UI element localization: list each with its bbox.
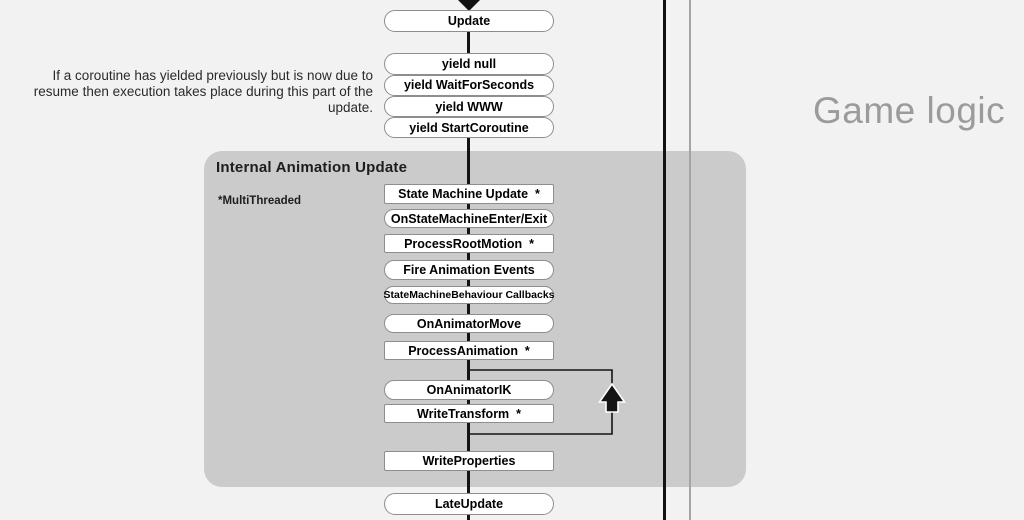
arrow-down-icon bbox=[458, 0, 480, 11]
node-fire-animation-events: Fire Animation Events bbox=[384, 260, 554, 280]
connector bbox=[467, 360, 470, 380]
connector bbox=[467, 515, 470, 520]
node-onanimatorik: OnAnimatorIK bbox=[384, 380, 554, 400]
connector bbox=[467, 304, 470, 314]
node-yield-null: yield null bbox=[384, 53, 554, 75]
panel-title: Internal Animation Update bbox=[216, 159, 408, 176]
node-yield-startcoroutine: yield StartCoroutine bbox=[384, 117, 554, 138]
connector bbox=[467, 138, 470, 184]
multithreaded-note: *MultiThreaded bbox=[218, 195, 302, 207]
node-yield-waitforseconds: yield WaitForSeconds bbox=[384, 74, 554, 96]
node-update: Update bbox=[384, 10, 554, 32]
connector bbox=[467, 400, 470, 404]
node-processrootmotion: ProcessRootMotion * bbox=[384, 234, 554, 253]
node-writetransform: WriteTransform * bbox=[384, 404, 554, 423]
connector bbox=[467, 228, 470, 234]
node-onanimatormove: OnAnimatorMove bbox=[384, 314, 554, 333]
section-divider-line-gray bbox=[689, 0, 691, 520]
connector bbox=[467, 32, 470, 53]
node-onstatemachineenterexit: OnStateMachineEnter/Exit bbox=[384, 209, 554, 228]
section-label: Game logic bbox=[813, 90, 1006, 131]
connector bbox=[467, 423, 470, 451]
connector bbox=[467, 280, 470, 286]
connector bbox=[467, 204, 470, 209]
node-smb-callbacks: StateMachineBehaviour Callbacks bbox=[384, 286, 555, 304]
connector bbox=[467, 253, 470, 260]
coroutine-annotation: If a coroutine has yielded previously bu… bbox=[33, 68, 373, 115]
section-divider-line-black bbox=[663, 0, 666, 520]
node-processanimation: ProcessAnimation * bbox=[384, 341, 554, 360]
connector bbox=[467, 333, 470, 341]
ik-loop-arrow-icon bbox=[469, 369, 627, 435]
node-lateupdate: LateUpdate bbox=[384, 493, 554, 515]
node-writeproperties: WriteProperties bbox=[384, 451, 554, 471]
node-yield-www: yield WWW bbox=[384, 96, 554, 117]
connector bbox=[467, 471, 470, 493]
node-state-machine-update: State Machine Update * bbox=[384, 184, 554, 204]
